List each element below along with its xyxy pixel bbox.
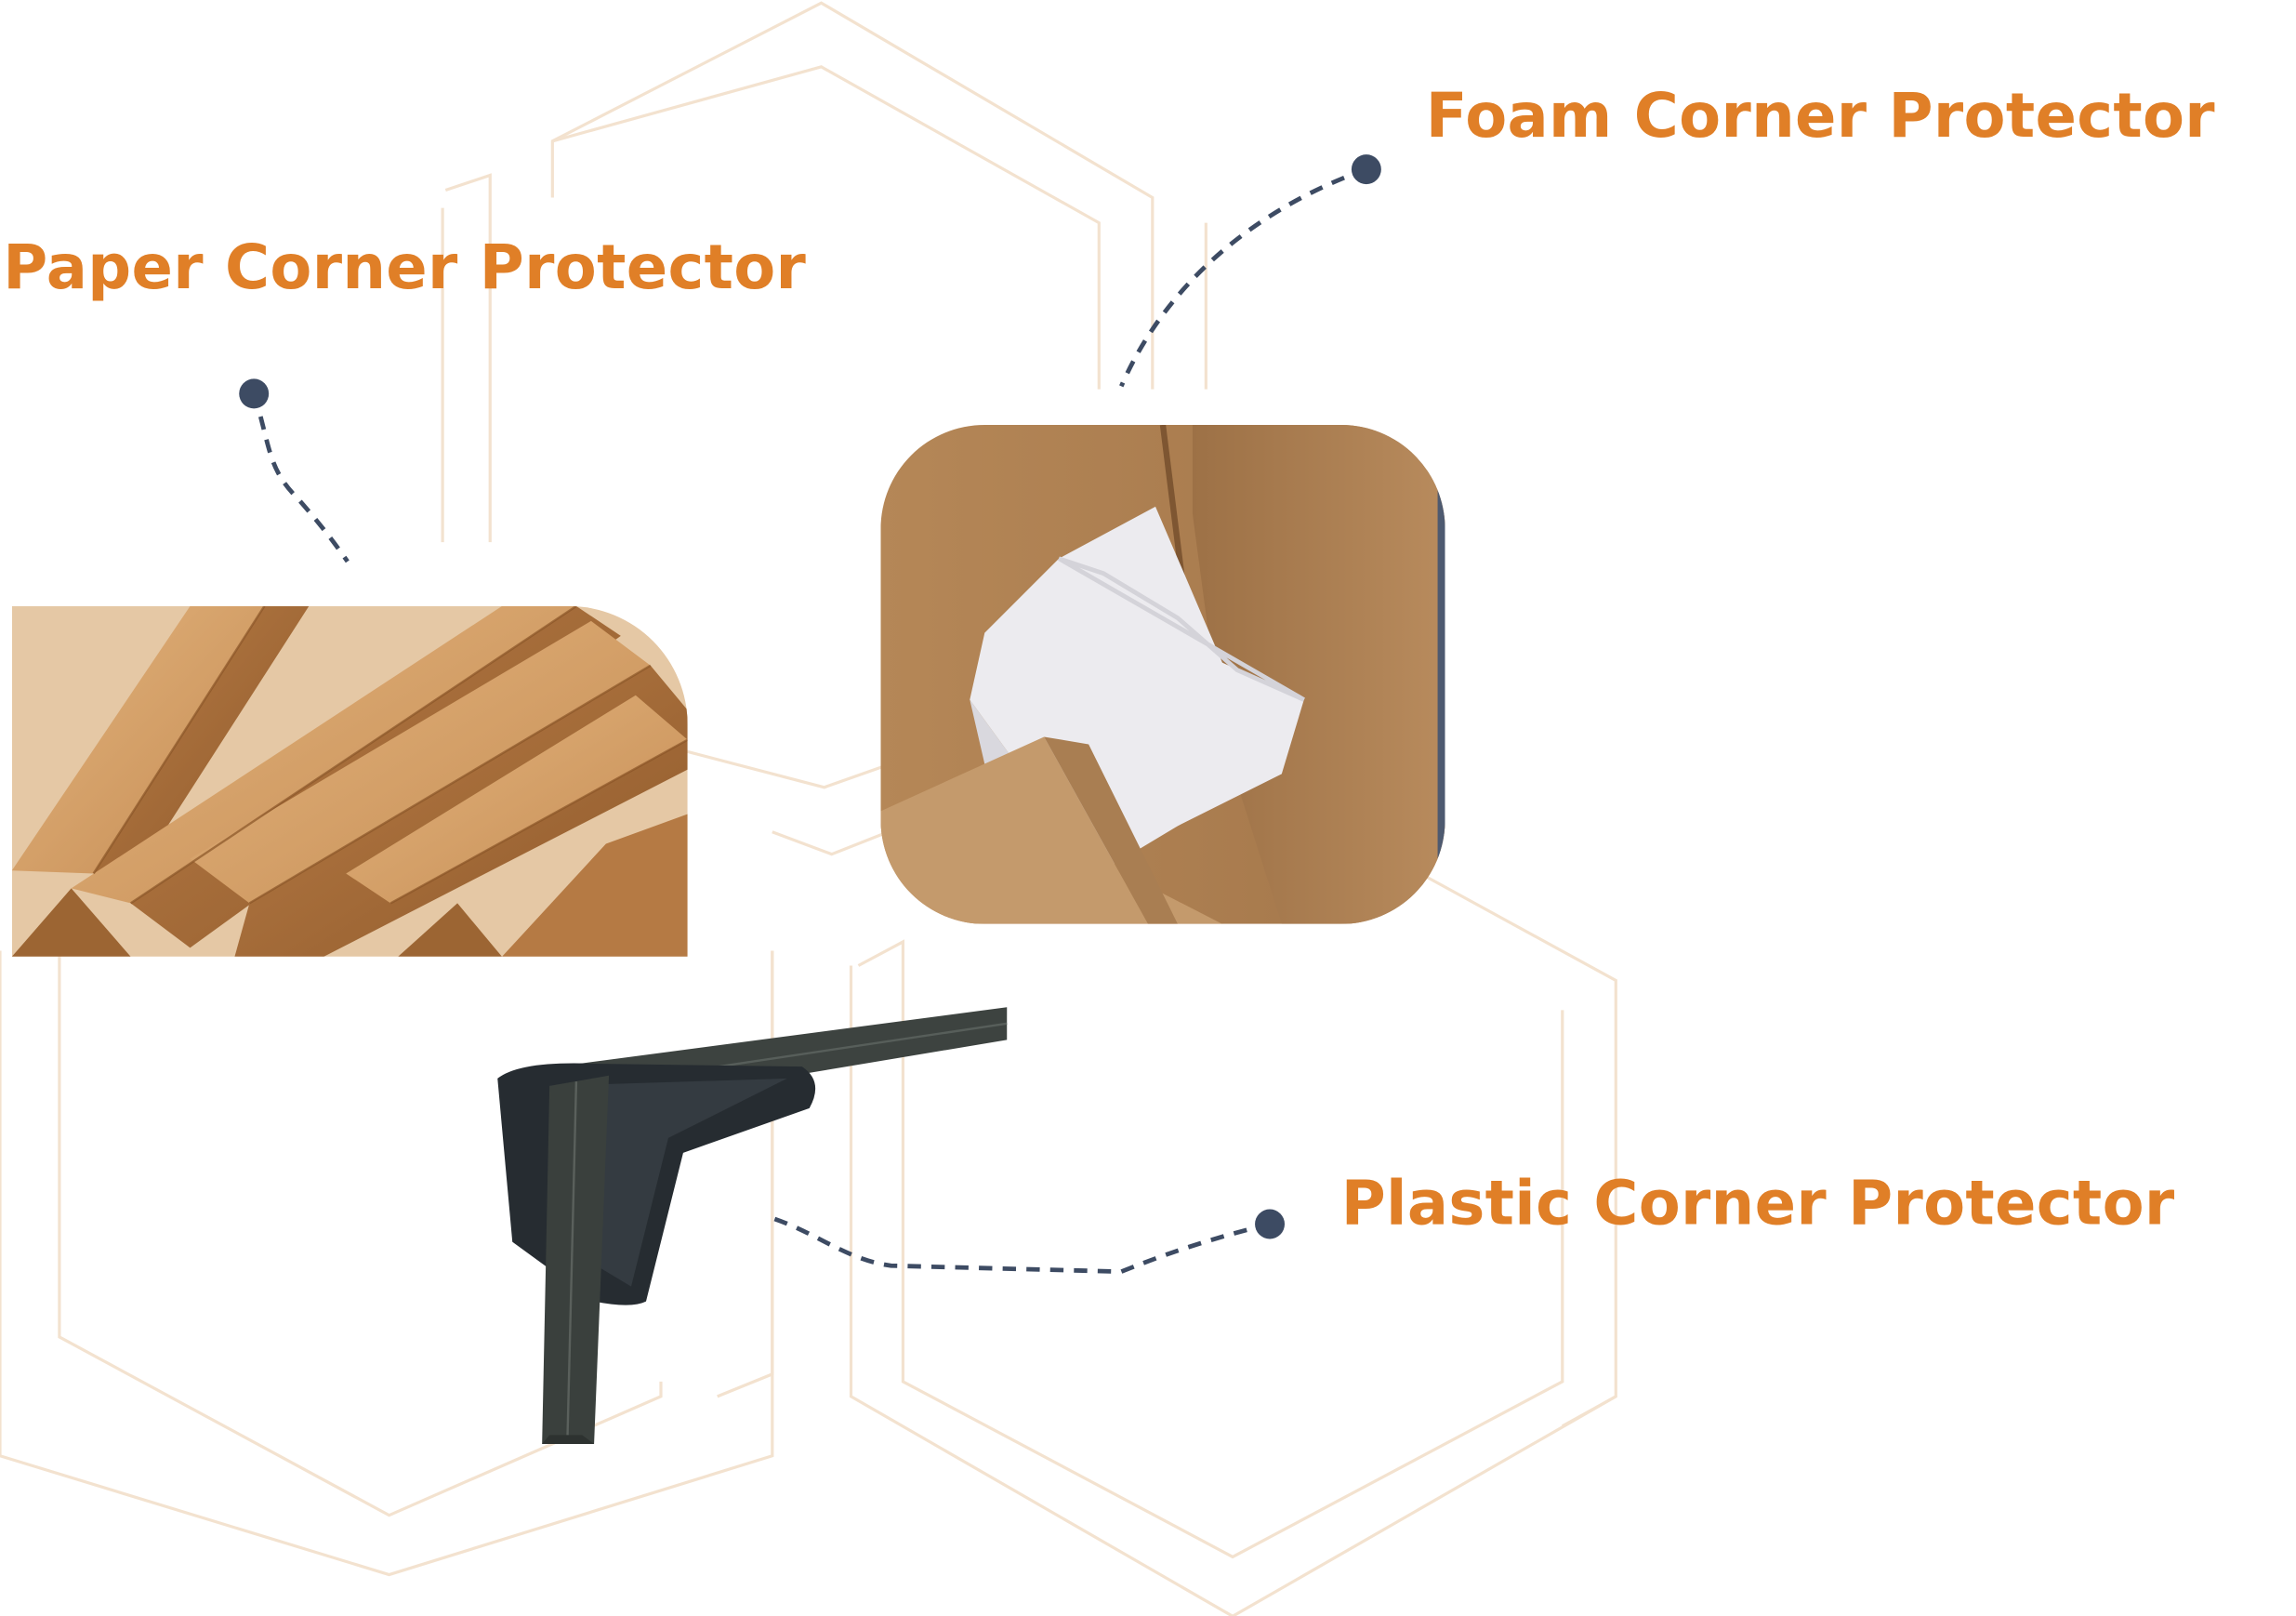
foam-corner-protector-label: Foam Corner Protector (1425, 80, 2215, 152)
plastic-corner-protector-photo (490, 1004, 1009, 1444)
paper-angle-strips (11, 605, 688, 957)
paper-corner-protector-photo (11, 605, 688, 957)
plastic-corner-protector-label: Plastic Corner Protector (1340, 1167, 2175, 1239)
plastic-corner-shape (497, 1063, 816, 1305)
paper-corner-protector-label: Paper Corner Protector (3, 232, 807, 303)
foam-corner-protector-photo (880, 424, 1445, 924)
